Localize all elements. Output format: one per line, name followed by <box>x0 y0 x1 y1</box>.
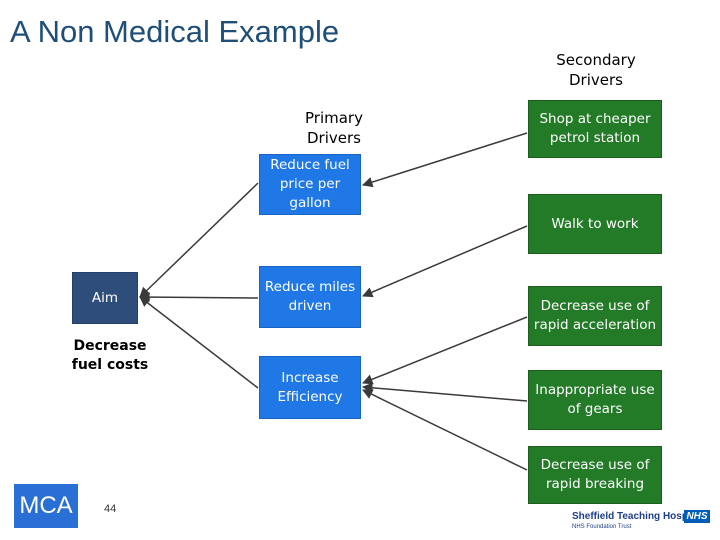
secondary-driver-label: Decrease use of rapid acceleration <box>533 298 657 333</box>
secondary-driver-cheaper-petrol: Shop at cheaper petrol station <box>528 100 662 158</box>
arrow-primary3-to-aim <box>139 296 259 389</box>
secondary-driver-label: Walk to work <box>551 215 639 232</box>
arrow-secondary2-to-primary2 <box>362 225 528 298</box>
aim-caption-line1: Decrease <box>73 338 147 354</box>
page-title: A Non Medical Example <box>10 14 340 49</box>
secondary-header-line1: Secondary <box>556 51 636 69</box>
primary-driver-label: Reduce miles driven <box>264 279 356 314</box>
primary-drivers-header: Primary Drivers <box>294 108 374 148</box>
arrow-secondary3-to-primary3 <box>362 316 528 385</box>
org-name: Sheffield Teaching Hospitals <box>572 511 708 522</box>
page-number: 44 <box>104 503 117 515</box>
primary-header-line2: Drivers <box>307 129 361 147</box>
secondary-driver-breaking: Decrease use of rapid breaking <box>528 446 662 504</box>
secondary-driver-label: Decrease use of rapid breaking <box>540 457 650 492</box>
org-subtitle: NHS Foundation Trust <box>572 524 632 530</box>
arrow-secondary1-to-primary1 <box>361 132 528 188</box>
primary-header-line1: Primary <box>305 109 363 127</box>
mca-logo: MCA <box>14 484 78 528</box>
arrow-primary2-to-aim <box>138 291 259 303</box>
aim-box: Aim <box>72 272 138 324</box>
primary-driver-label: Reduce fuel price per gallon <box>270 157 350 211</box>
secondary-header-line2: Drivers <box>569 71 623 89</box>
primary-driver-label: Increase Efficiency <box>277 369 343 405</box>
mca-logo-text: MCA <box>19 492 73 519</box>
secondary-driver-acceleration: Decrease use of rapid acceleration <box>528 286 662 346</box>
primary-driver-efficiency: Increase Efficiency <box>259 356 361 419</box>
secondary-driver-label: Shop at cheaper petrol station <box>539 111 651 146</box>
primary-driver-fuel-price: Reduce fuel price per gallon <box>259 154 361 215</box>
secondary-driver-walk: Walk to work <box>528 194 662 254</box>
aim-box-label: Aim <box>91 289 119 306</box>
secondary-drivers-header: Secondary Drivers <box>536 50 656 90</box>
arrow-secondary4-to-primary3 <box>361 382 528 402</box>
primary-driver-miles: Reduce miles driven <box>259 266 361 328</box>
aim-caption-line2: fuel costs <box>71 357 149 373</box>
arrow-secondary5-to-primary3 <box>362 389 528 471</box>
nhs-badge: NHS <box>684 510 710 523</box>
secondary-driver-label: Inappropriate use of gears <box>535 382 655 417</box>
arrow-primary1-to-aim <box>139 182 259 298</box>
nhs-trust-logo: Sheffield Teaching Hospitals NHS NHS Fou… <box>572 509 712 535</box>
aim-caption: Decrease fuel costs <box>60 337 160 375</box>
secondary-driver-gears: Inappropriate use of gears <box>528 370 662 430</box>
